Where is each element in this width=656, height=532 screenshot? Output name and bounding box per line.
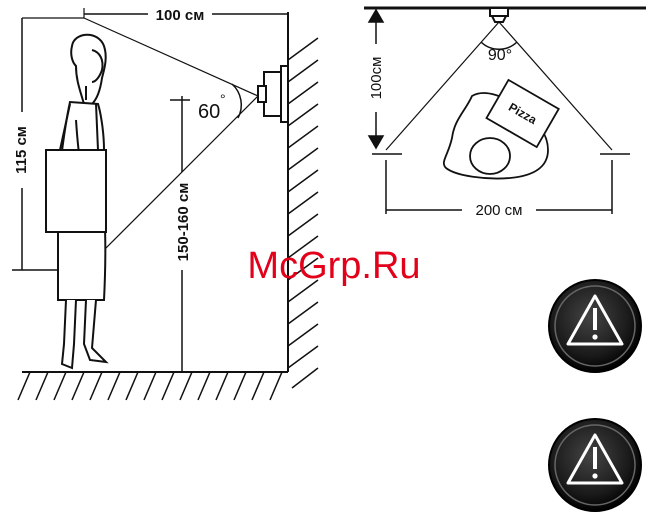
door-camera-unit [258,66,288,122]
width-label: 100 см [156,7,205,24]
floor [18,372,288,400]
mount-height-label: 150-160 см [175,183,192,262]
warning-icon [549,280,641,372]
ceiling-height-label: 100см [368,57,385,100]
angle-degree-symbol: ° [220,91,226,107]
coverage-width-label: 200 см [475,202,522,219]
figure-ceiling-coverage: Pizza 90° 100см 200 см [364,8,646,219]
ceiling-camera [490,8,508,22]
watermark: McGrp.Ru [247,245,420,287]
figure-mounting-height: 100 см 115 см 60 ° 150-160 см [12,7,318,400]
person-silhouette [46,35,106,368]
eye-height-label: 115 см [13,126,30,174]
angle-arc-60 [232,84,241,118]
warning-icon [549,419,641,511]
cone-angle-label: 90° [488,47,512,64]
person-top-view: Pizza [444,80,559,179]
angle-label-60: 60 [198,101,220,123]
wall [288,12,318,388]
